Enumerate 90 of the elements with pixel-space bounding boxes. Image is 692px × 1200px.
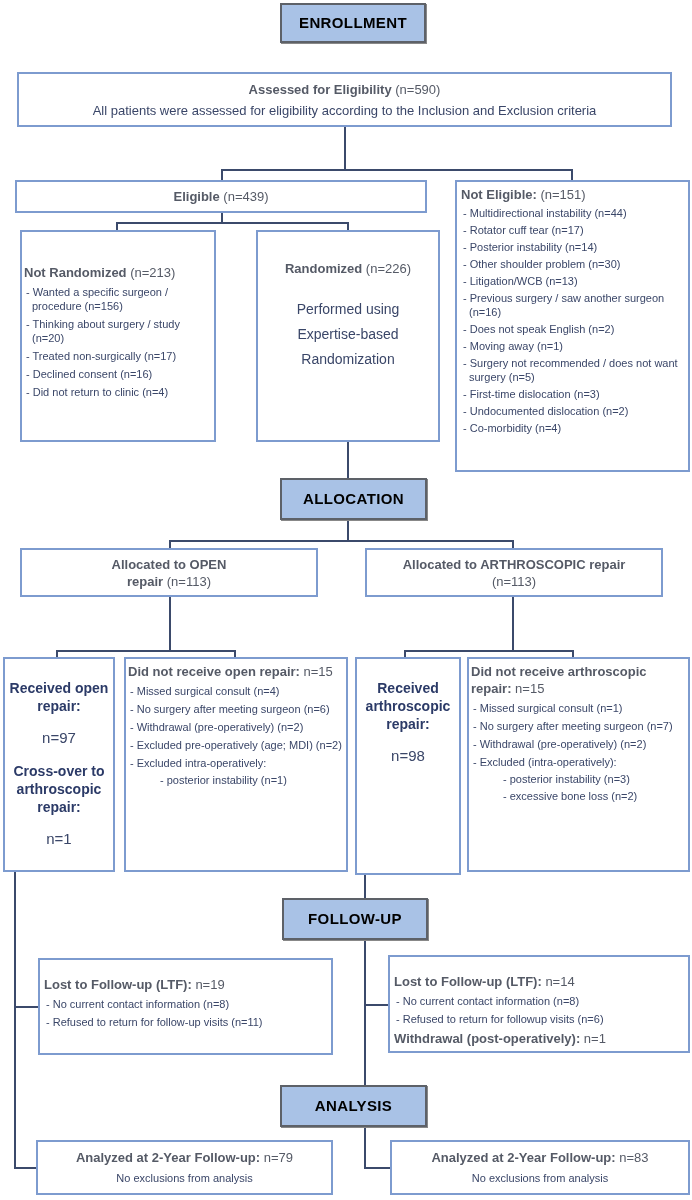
process-box [455,180,690,472]
list-item: - posterior instability (n=3) [502,773,630,786]
list-item: - Treated non-surgically (n=17) [25,349,177,363]
stage-title: FOLLOW-UP [308,908,402,929]
list-item: - No surgery after meeting surgeon (n=6) [129,702,330,716]
box-heading: Received open repair: [8,679,110,715]
list-item: - Co-morbidity (n=4) [462,421,562,435]
list-item: - Did not return to clinic (n=4) [25,385,169,399]
list-item: - Moving away (n=1) [462,339,563,353]
note-text: No exclusions from analysis [116,1170,253,1186]
stage-header-box [280,3,426,43]
box-heading: Lost to Follow-up (LTF): n=14 [394,973,575,990]
connector-line [364,1126,391,1169]
connector-line [344,126,573,181]
process-box [256,230,440,442]
connector-line [364,874,366,899]
list-item: - Refused to return for followup visits (n=6) [395,1012,604,1026]
list-item: - Multidirectional instability (n=44) [462,206,627,220]
connector-line [512,596,574,658]
connector-line [169,596,236,658]
box-heading: Allocated to ARTHROSCOPIC repair (n=113) [401,555,627,590]
connector-line [221,212,349,231]
list-item: - Undocumented dislocation (n=2) [462,404,629,418]
box-heading: Analyzed at 2-Year Follow-up: n=83 [431,1148,649,1166]
list-item: - Posterior instability (n=14) [462,240,598,254]
list-item: - No current contact information (n=8) [395,994,580,1008]
list-item: - Refused to return for follow-up visits (n=11) [45,1015,263,1029]
stage-title: ENROLLMENT [299,12,407,33]
description-text: All patients were assessed for eligibility according to the Inclusion and Exclusion criteria [92,101,597,119]
list-item: - Previous surgery / saw another surgeon (n=16) [462,291,666,319]
list-item: - No surgery after meeting surgeon (n=7) [472,719,673,733]
list-item: - excessive bone loss (n=2) [502,790,638,803]
box-heading: Did not receive open repair: n=15 [128,663,333,680]
process-box [20,548,318,597]
box-heading: Cross-over to arthroscopic repair: [12,761,106,816]
process-box [36,1140,333,1195]
process-box [3,657,115,872]
list-item: - Declined consent (n=16) [25,367,153,381]
list-item: - Withdrawal (pre-operatively) (n=2) [472,737,647,751]
box-heading: Lost to Follow-up (LTF): n=19 [44,976,225,993]
list-item: - posterior instability (n=1) [159,774,287,787]
list-item: - Excluded (intra-operatively): [472,755,617,769]
list-item: - No current contact information (n=8) [45,997,230,1011]
list-item: - Other shoulder problem (n=30) [462,257,621,271]
list-item: - Missed surgical consult (n=1) [472,701,623,715]
connector-line [347,441,349,479]
stage-header-box [282,898,428,940]
process-box [390,1140,690,1195]
box-heading: Eligible (n=439) [173,188,269,205]
connector-line [14,871,37,1169]
note-text: No exclusions from analysis [471,1170,609,1186]
process-box [38,958,333,1055]
stage-title: ALLOCATION [303,488,404,509]
process-box [17,72,672,127]
box-heading: Assessed for Eligibility (n=590) [248,80,441,98]
box-heading: Received arthroscopic repair: [364,679,452,733]
list-item: - Surgery not recommended / does not want surgery (n=5) [462,356,679,384]
count-text: n=97 [42,728,76,748]
list-item: - Litigation/WCB (n=13) [462,274,578,288]
list-item: - Rotator cuff tear (n=17) [462,223,584,237]
list-item: - Wanted a specific surgeon / procedure (n=156) [25,285,170,313]
connector-line [347,519,514,549]
description-text: Performed using Expertise-based Randomization [295,300,401,369]
box-heading: Randomized (n=226) [284,260,412,277]
list-item: - Withdrawal (pre-operatively) (n=2) [129,720,304,734]
process-box [365,548,663,597]
list-item: - Missed surgical consult (n=4) [129,684,280,698]
connector-line [364,939,366,1086]
stage-header-box [280,478,427,520]
process-box [467,657,690,872]
stage-header-box [280,1085,427,1127]
process-box [388,955,690,1053]
process-box [20,230,216,442]
box-heading: Allocated to OPEN repair (n=113) [110,555,228,590]
list-item: - First-time dislocation (n=3) [462,387,600,401]
process-box [15,180,427,213]
count-text: n=98 [391,746,425,766]
box-heading: Not Randomized (n=213) [24,264,176,281]
list-item: - Excluded pre-operatively (age; MDI) (n=2) [129,738,342,752]
list-item: - Excluded intra-operatively: [129,756,267,770]
process-box [355,657,461,875]
process-box [124,657,348,872]
box-heading: Did not receive arthroscopic repair: n=15 [471,663,648,697]
stage-title: ANALYSIS [314,1095,393,1116]
box-heading: Analyzed at 2-Year Follow-up: n=79 [75,1148,294,1166]
box-heading: Not Eligible: (n=151) [461,186,586,203]
list-item: - Thinking about surgery / study (n=20) [25,317,181,345]
list-item: - Does not speak English (n=2) [462,322,615,336]
count-text: n=1 [46,828,72,849]
box-heading: Withdrawal (post-operatively): n=1 [394,1030,606,1047]
